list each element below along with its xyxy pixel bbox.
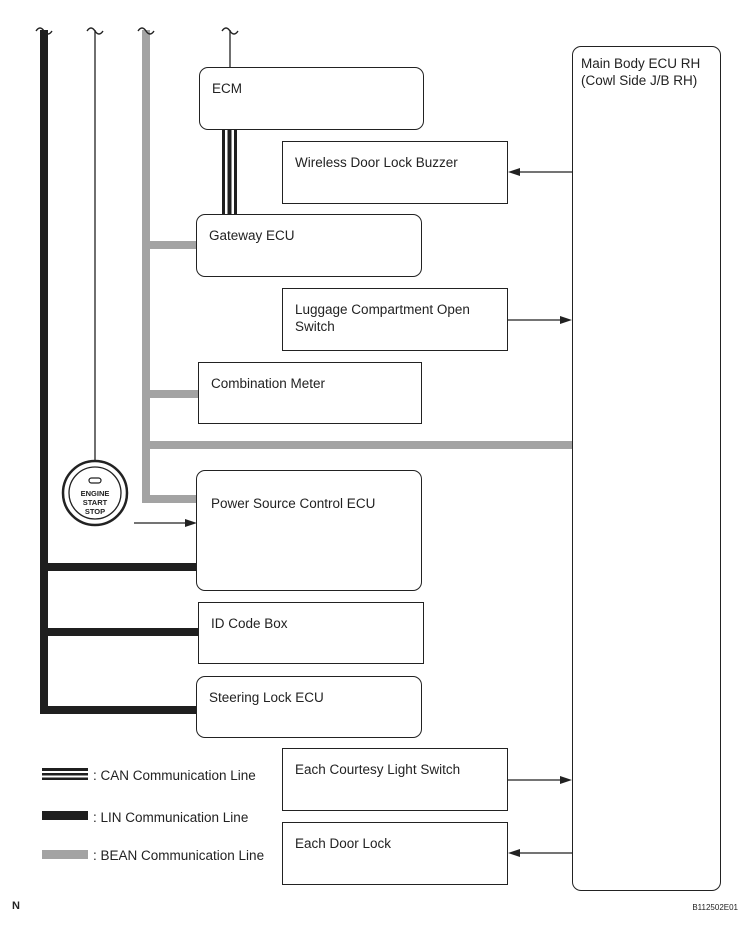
- corner-mark-left: N: [12, 900, 20, 912]
- combination-meter-label: Combination Meter: [211, 376, 326, 391]
- wireless-door-lock-buzzer-box: Wireless Door Lock Buzzer: [282, 141, 508, 204]
- gateway-ecu-label: Gateway ECU: [209, 228, 295, 243]
- can-line-gap-left: [225, 128, 228, 216]
- legend-lin-label: : LIN Communication Line: [93, 810, 249, 825]
- ecm-label: ECM: [212, 81, 242, 96]
- luggage-compartment-switch-box: Luggage Compartment Open Switch: [282, 288, 508, 351]
- main-body-ecu-rh-label: Main Body ECU RH (Cowl Side J/B RH): [581, 56, 701, 88]
- switch-label-stop: STOP: [85, 507, 105, 516]
- luggage-compartment-switch-label: Luggage Compartment Open Switch: [295, 302, 470, 334]
- power-source-control-ecu-label: Power Source Control ECU: [211, 496, 376, 511]
- figure-code: B112502E01: [692, 903, 738, 912]
- each-courtesy-light-switch-label: Each Courtesy Light Switch: [295, 762, 461, 777]
- each-door-lock-box: Each Door Lock: [282, 822, 508, 885]
- arrow-to-buzzer: [508, 168, 520, 176]
- switch-inner-ring: [68, 466, 122, 520]
- gateway-ecu-box: Gateway ECU: [196, 214, 422, 277]
- break-mark-switch: [86, 27, 104, 35]
- power-source-control-ecu-box: Power Source Control ECU: [196, 470, 422, 591]
- legend-bean-swatch: [42, 850, 88, 859]
- break-mark-bean: [137, 27, 155, 35]
- break-mark-ecm: [221, 27, 239, 35]
- ecm-box: ECM: [199, 67, 424, 130]
- main-body-ecu-rh-box: Main Body ECU RH (Cowl Side J/B RH): [572, 46, 721, 891]
- steering-lock-ecu-label: Steering Lock ECU: [209, 690, 324, 705]
- engine-start-stop-switch: ENGINE START STOP: [61, 459, 129, 527]
- break-mark-lin: [35, 27, 53, 35]
- each-door-lock-label: Each Door Lock: [295, 836, 392, 851]
- steering-lock-ecu-box: Steering Lock ECU: [196, 676, 422, 738]
- switch-label-start: START: [83, 498, 108, 507]
- arrow-heads: [185, 168, 572, 857]
- legend-can-gap-bottom: [42, 775, 88, 778]
- can-line-gap-right: [231, 128, 234, 216]
- legend-lin-swatch: [42, 811, 88, 820]
- legend-can-swatch: [42, 768, 88, 780]
- id-code-box-box: ID Code Box: [198, 602, 424, 664]
- can-bus: [222, 128, 237, 216]
- switch-label-engine: ENGINE: [81, 489, 110, 498]
- each-courtesy-light-switch-box: Each Courtesy Light Switch: [282, 748, 508, 811]
- arrow-to-main-courtesy: [560, 776, 572, 784]
- combination-meter-box: Combination Meter: [198, 362, 422, 424]
- lin-bus: [40, 30, 199, 714]
- arrow-to-main-luggage: [560, 316, 572, 324]
- break-marks: [35, 27, 239, 35]
- wireless-door-lock-buzzer-label: Wireless Door Lock Buzzer: [295, 155, 458, 170]
- legend-can-gap-top: [42, 771, 88, 773]
- can-line-outer: [222, 128, 237, 216]
- id-code-box-label: ID Code Box: [211, 616, 288, 631]
- arrow-to-doorlock: [508, 849, 520, 857]
- bean-bus: [142, 30, 573, 503]
- legend-can-label: : CAN Communication Line: [93, 768, 256, 783]
- legend-bean-label: : BEAN Communication Line: [93, 848, 265, 863]
- thin-lines: [94, 30, 572, 854]
- arrow-to-power-source: [185, 519, 197, 527]
- legend-swatches: [42, 768, 88, 859]
- switch-indicator-icon: [88, 477, 102, 484]
